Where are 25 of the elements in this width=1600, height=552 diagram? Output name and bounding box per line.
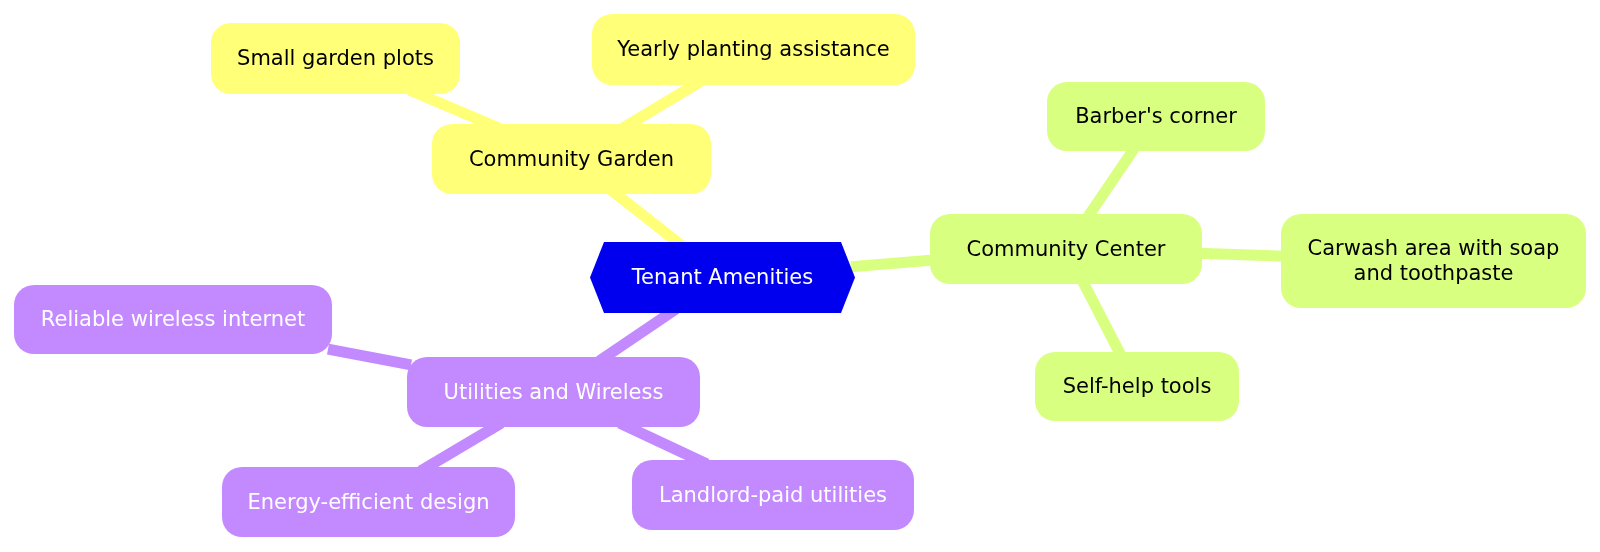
connector-line <box>326 343 413 371</box>
rounded-node <box>14 285 332 354</box>
node-label: Small garden plots <box>236 46 435 71</box>
rounded-node <box>1035 352 1239 421</box>
hexagon-node <box>590 242 855 313</box>
rounded-node <box>1047 82 1265 151</box>
node-label: Tenant Amenities <box>630 265 815 290</box>
node-label: Energy-efficient design <box>246 489 491 515</box>
rounded-node <box>211 23 460 94</box>
node-label: Yearly planting assistance <box>616 37 891 62</box>
node-label: Barber's corner <box>1074 104 1238 129</box>
node-label: Community Garden <box>467 146 676 172</box>
rounded-node <box>632 460 914 530</box>
node-label: Landlord-paid utilities <box>657 482 889 508</box>
node-label: Carwash area with soap and toothpaste <box>1306 236 1561 286</box>
rounded-node <box>432 124 711 194</box>
rounded-node <box>1281 214 1586 308</box>
rounded-node <box>407 357 700 427</box>
rounded-node <box>222 467 515 537</box>
node-label: Reliable wireless internet <box>39 307 307 332</box>
node-label: Community Center <box>965 236 1167 262</box>
rounded-node <box>930 214 1202 284</box>
node-label: Utilities and Wireless <box>442 379 665 405</box>
rounded-node <box>592 14 915 85</box>
node-label: Self-help tools <box>1061 374 1213 399</box>
